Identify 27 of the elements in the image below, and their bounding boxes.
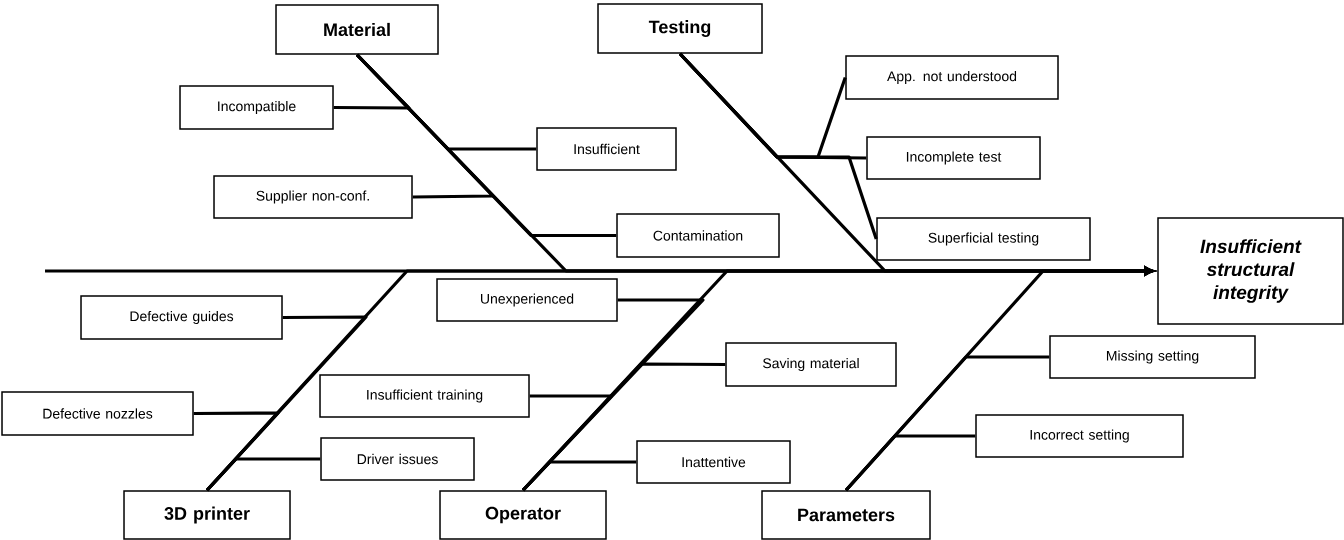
- cause-box: Saving material: [725, 342, 897, 387]
- cause-box: Supplier non-conf.: [213, 175, 413, 219]
- cause-box: Incorrect setting: [975, 414, 1184, 458]
- cause-box: Insufficient: [536, 127, 677, 171]
- cause-box: App. not understood: [845, 55, 1059, 100]
- category-box: Testing: [597, 3, 763, 54]
- cause-box: Incomplete test: [866, 136, 1041, 180]
- cause-box: Defective guides: [80, 295, 283, 340]
- category-box: 3D printer: [123, 490, 291, 540]
- cause-box: Contamination: [616, 213, 780, 258]
- cause-box: Insufficient training: [319, 374, 530, 418]
- cause-box: Incompatible: [179, 85, 334, 130]
- branch-line: [355, 53, 617, 238]
- branch-line: [521, 460, 637, 492]
- cause-box: Inattentive: [636, 440, 791, 484]
- branch-line: [678, 52, 878, 240]
- cause-box: Missing setting: [1049, 335, 1256, 379]
- cause-box: Unexperienced: [436, 278, 618, 322]
- cause-box: Defective nozzles: [1, 391, 194, 436]
- cause-box: Superficial testing: [876, 217, 1091, 261]
- cause-box: Driver issues: [320, 437, 475, 481]
- category-box: Operator: [439, 490, 607, 540]
- branch-line: [205, 457, 321, 492]
- category-box: Material: [275, 4, 439, 55]
- category-box: Parameters: [761, 490, 931, 540]
- effect-box: Insufficient structural integrity: [1157, 217, 1344, 325]
- branch-line: [844, 434, 976, 492]
